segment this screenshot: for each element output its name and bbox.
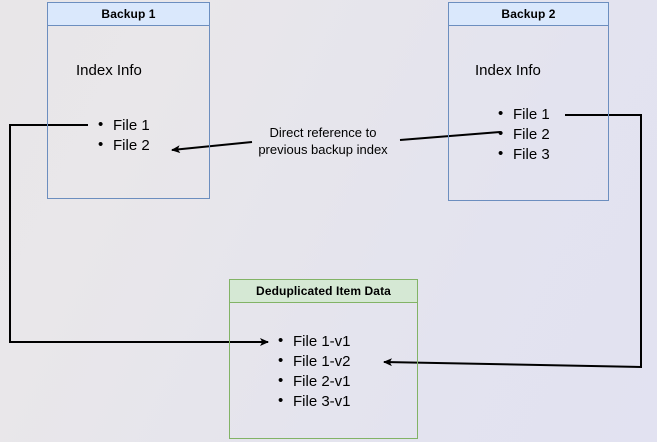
list-item: File 2	[98, 135, 150, 156]
list-item: File 1-v2	[278, 351, 351, 372]
node-deduplicated-item-data-title: Deduplicated Item Data	[229, 279, 418, 303]
dedup-file-list: File 1-v1 File 1-v2 File 2-v1 File 3-v1	[278, 331, 351, 412]
list-item: File 2-v1	[278, 371, 351, 392]
list-item: File 1-v1	[278, 331, 351, 352]
edge-label-line-1: Direct reference to	[269, 125, 377, 140]
node-backup-1-body: Index Info File 1 File 2	[47, 26, 210, 199]
backup-1-index-info-label: Index Info	[76, 62, 142, 79]
backup-2-file-list: File 1 File 2 File 3	[498, 104, 550, 165]
node-backup-2[interactable]: Backup 2 Index Info File 1 File 2 File 3	[448, 2, 609, 201]
list-item: File 3-v1	[278, 391, 351, 412]
node-backup-2-body: Index Info File 1 File 2 File 3	[448, 26, 609, 201]
list-item: File 1	[498, 104, 550, 125]
backup-2-index-info-label: Index Info	[475, 62, 541, 79]
node-backup-1-title: Backup 1	[47, 2, 210, 26]
node-deduplicated-item-data[interactable]: Deduplicated Item Data File 1-v1 File 1-…	[229, 279, 418, 439]
node-backup-2-title: Backup 2	[448, 2, 609, 26]
node-deduplicated-item-data-body: File 1-v1 File 1-v2 File 2-v1 File 3-v1	[229, 303, 418, 439]
list-item: File 2	[498, 124, 550, 145]
node-backup-1[interactable]: Backup 1 Index Info File 1 File 2	[47, 2, 210, 199]
backup-1-file-list: File 1 File 2	[98, 115, 150, 156]
list-item: File 1	[98, 115, 150, 136]
edge-label-direct-reference: Direct reference to previous backup inde…	[248, 124, 398, 158]
edge-label-line-2: previous backup index	[258, 142, 388, 157]
list-item: File 3	[498, 144, 550, 165]
